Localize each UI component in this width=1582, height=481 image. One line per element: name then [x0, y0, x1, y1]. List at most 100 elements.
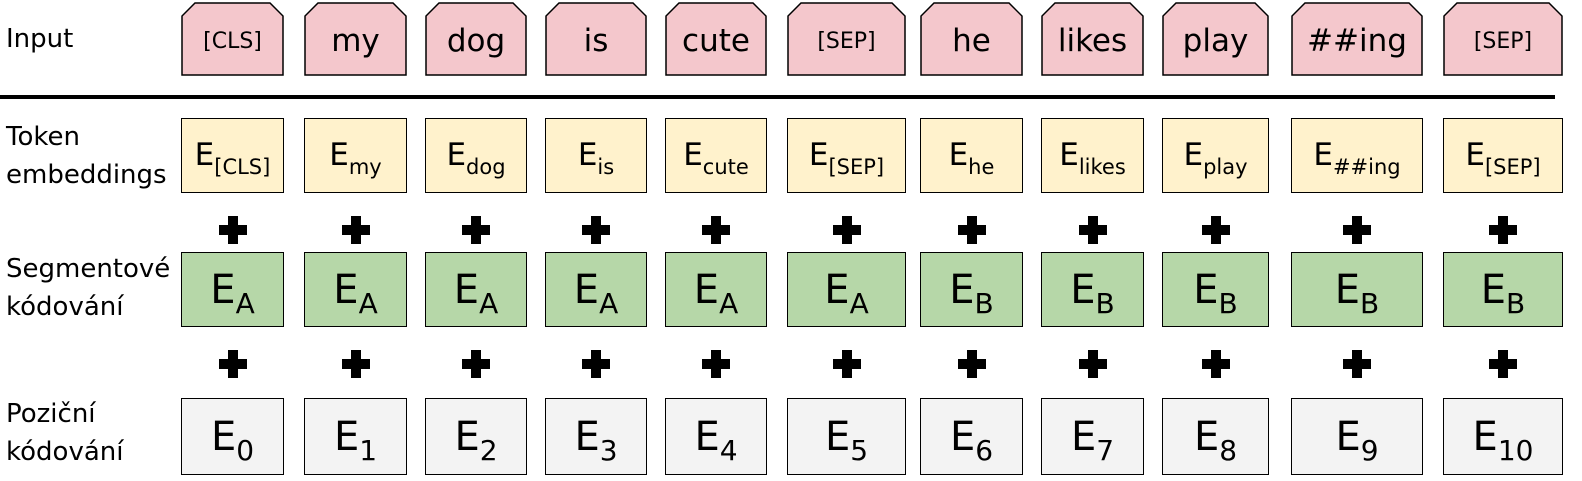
token-embedding-box: E[SEP]	[1443, 118, 1563, 193]
input-token-text: my	[331, 23, 380, 59]
token-embedding-subscript: ##ing	[1332, 154, 1401, 179]
segment-embedding-symbol: E	[453, 266, 480, 313]
input-token: [CLS]	[181, 6, 284, 76]
token-embedding-subscript: [CLS]	[214, 154, 271, 179]
position-embedding-subscript: 6	[975, 434, 994, 467]
position-embedding-subscript: 3	[599, 434, 618, 467]
token-embedding-box: E##ing	[1291, 118, 1423, 193]
token-embedding-symbol: E	[683, 137, 703, 173]
input-token: is	[545, 6, 647, 76]
segment-embedding-subscript: A	[358, 287, 378, 320]
position-embedding-symbol: E	[824, 413, 851, 460]
token-embedding-box: E[CLS]	[181, 118, 284, 193]
plus-icon	[1489, 350, 1517, 378]
input-token-text: ##ing	[1307, 23, 1407, 59]
segment-embedding-subscript: B	[1095, 287, 1115, 320]
token-embedding-subscript: play	[1203, 154, 1248, 179]
position-embedding-symbol: E	[210, 413, 237, 460]
segment-embedding-subscript: A	[235, 287, 255, 320]
segment-embedding-subscript: A	[599, 287, 619, 320]
token-embedding-symbol: E	[1059, 137, 1079, 173]
input-token: ##ing	[1291, 6, 1423, 76]
position-embedding-symbol: E	[949, 413, 976, 460]
input-token-text: is	[583, 23, 609, 59]
token-embedding-symbol: E	[808, 137, 829, 173]
token-embedding-symbol: E	[446, 137, 467, 173]
plus-icon	[218, 350, 247, 378]
segment-embedding-symbol: E	[824, 266, 850, 313]
plus-icon	[1343, 350, 1371, 378]
position-embedding-symbol: E	[1472, 413, 1498, 460]
plus-icon	[957, 216, 986, 244]
segment-embedding-subscript: A	[479, 287, 499, 320]
separator-line	[0, 95, 1555, 99]
segment-embedding-symbol: E	[333, 266, 359, 313]
token-embedding-subscript: dog	[466, 154, 506, 179]
segment-embedding-symbol: E	[1334, 266, 1361, 313]
token-embedding-box: E[SEP]	[787, 118, 906, 193]
position-embedding-subscript: 4	[719, 434, 738, 467]
plus-icon	[1343, 216, 1371, 244]
position-embedding-symbol: E	[454, 413, 480, 460]
position-embedding-subscript: 2	[479, 434, 498, 467]
segment-embedding-symbol: E	[1480, 266, 1507, 313]
position-embedding-subscript: 1	[359, 434, 378, 467]
label-token-embeddings: Token embeddings	[6, 122, 167, 190]
input-token: play	[1162, 6, 1269, 76]
plus-icon	[832, 350, 861, 378]
segment-embedding-symbol: E	[949, 266, 975, 313]
plus-icon	[702, 350, 730, 378]
input-token-text: [SEP]	[1473, 28, 1533, 54]
label-input: Input	[6, 24, 74, 54]
token-embedding-subscript: likes	[1078, 154, 1126, 179]
position-embedding-symbol: E	[333, 413, 360, 460]
position-embedding-symbol: E	[694, 413, 720, 460]
token-embedding-symbol: E	[948, 137, 969, 173]
plus-icon	[1078, 350, 1107, 378]
plus-icon	[341, 350, 370, 378]
token-embedding-symbol: E	[577, 137, 598, 173]
segment-embedding-subscript: B	[1218, 287, 1238, 320]
plus-icon	[218, 216, 247, 244]
position-embedding-subscript: 9	[1360, 434, 1379, 467]
segment-embedding-subscript: B	[974, 287, 994, 320]
input-token: likes	[1041, 6, 1144, 76]
position-embedding-subscript: 7	[1096, 434, 1115, 467]
position-embedding-subscript: 0	[236, 434, 255, 467]
input-token-text: [SEP]	[817, 28, 876, 54]
input-token: [SEP]	[787, 6, 906, 76]
plus-icon	[1489, 216, 1517, 244]
segment-embedding-subscript: B	[1360, 287, 1380, 320]
input-token-text: play	[1182, 23, 1249, 59]
input-token-text: dog	[446, 23, 506, 59]
segment-embedding-symbol: E	[210, 266, 236, 313]
token-embedding-symbol: E	[329, 137, 349, 173]
plus-icon	[341, 216, 370, 244]
token-embedding-symbol: E	[1313, 137, 1333, 173]
token-embedding-symbol: E	[1465, 137, 1485, 173]
plus-icon	[832, 216, 861, 244]
input-token: cute	[665, 6, 767, 76]
segment-embedding-symbol: E	[1070, 266, 1096, 313]
plus-icon	[582, 216, 610, 244]
position-embedding-symbol: E	[574, 413, 600, 460]
